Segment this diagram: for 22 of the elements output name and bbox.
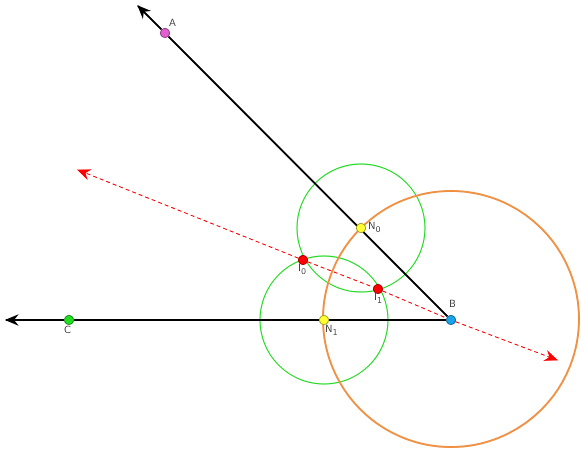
point-dot [160, 28, 170, 38]
point-dot [64, 315, 74, 325]
point-label: I$_{0}$ [298, 264, 306, 276]
line-segment [74, 319, 319, 321]
point-dot [373, 284, 383, 294]
line-segment [168, 36, 448, 318]
point-label: C [64, 326, 71, 336]
line-segment [382, 290, 447, 319]
ray-arrow [137, 5, 162, 30]
point-dot [319, 315, 329, 325]
ray-arrow [76, 169, 299, 259]
point-label: I$_{1}$ [374, 293, 382, 305]
point-label: A [169, 19, 176, 29]
point-label: N$_{0}$ [368, 222, 381, 234]
ray-arrow [455, 321, 558, 361]
point-dot [446, 315, 456, 325]
point-dot [356, 223, 366, 233]
line-segment [329, 319, 446, 321]
ray-arrow [4, 314, 64, 326]
point-label: B [449, 300, 456, 310]
point-dot [298, 255, 308, 265]
point-label: N$_{1}$ [325, 325, 338, 337]
